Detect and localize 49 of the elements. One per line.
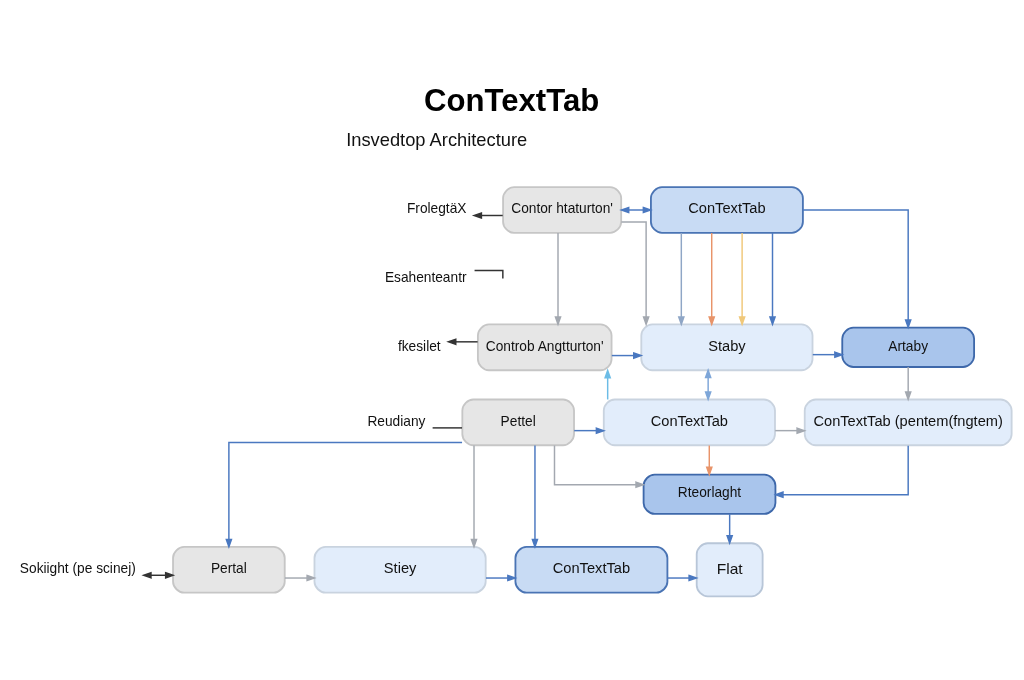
node-box: Staby (640, 323, 814, 372)
node-text: Esahenteantr (384, 269, 467, 285)
node-box: Artaby (841, 326, 975, 368)
arrow (619, 206, 653, 214)
arrow (677, 232, 685, 327)
node-box: Controb Angtturton' (477, 323, 613, 372)
node-box: ConTextTab (pentem(fngtem) (803, 398, 1013, 447)
arrow (225, 441, 463, 549)
diagram-title: ConTextTab (424, 83, 600, 119)
node-text: FrolegtäX (406, 201, 467, 217)
arrow (573, 427, 606, 435)
arrow (726, 513, 734, 546)
connector (473, 269, 504, 280)
node-box: Pettel (461, 398, 575, 447)
node-box: ConTextTab (602, 398, 776, 447)
arrow (666, 574, 699, 582)
node-box: Flat (695, 542, 764, 598)
node-box: Contor htaturton' (502, 186, 623, 234)
arrow (768, 232, 777, 327)
node-box: ConTextTab (514, 546, 669, 594)
arrow (802, 209, 912, 330)
connector (431, 427, 463, 429)
arrow (773, 444, 909, 499)
node-box: ConTextTab (650, 186, 804, 234)
arrow (471, 211, 504, 220)
arrow (738, 232, 746, 327)
arrow (611, 351, 644, 360)
arrow (446, 338, 479, 346)
label: Insvedtop Architecture (346, 128, 528, 150)
arrow (904, 366, 912, 402)
node-text: fkesilet (397, 338, 441, 354)
arrow (604, 368, 612, 401)
arrow (704, 368, 712, 402)
arrow (620, 221, 650, 327)
arrow (284, 574, 317, 582)
node-text: Reudiany (367, 413, 426, 429)
arrow (470, 444, 478, 549)
node-box: Stiey (313, 546, 487, 594)
arrow (531, 444, 539, 549)
arrow (554, 232, 562, 327)
arrow (774, 427, 807, 435)
arrow (708, 232, 716, 327)
node-text: Sokiight (pe scinej) (19, 560, 136, 576)
node-box: Pertal (172, 546, 286, 594)
arrow (812, 351, 845, 359)
arrow (705, 444, 713, 477)
arrow (485, 574, 518, 582)
node-box: Rteorlaght (642, 473, 777, 515)
arrow (553, 444, 646, 489)
